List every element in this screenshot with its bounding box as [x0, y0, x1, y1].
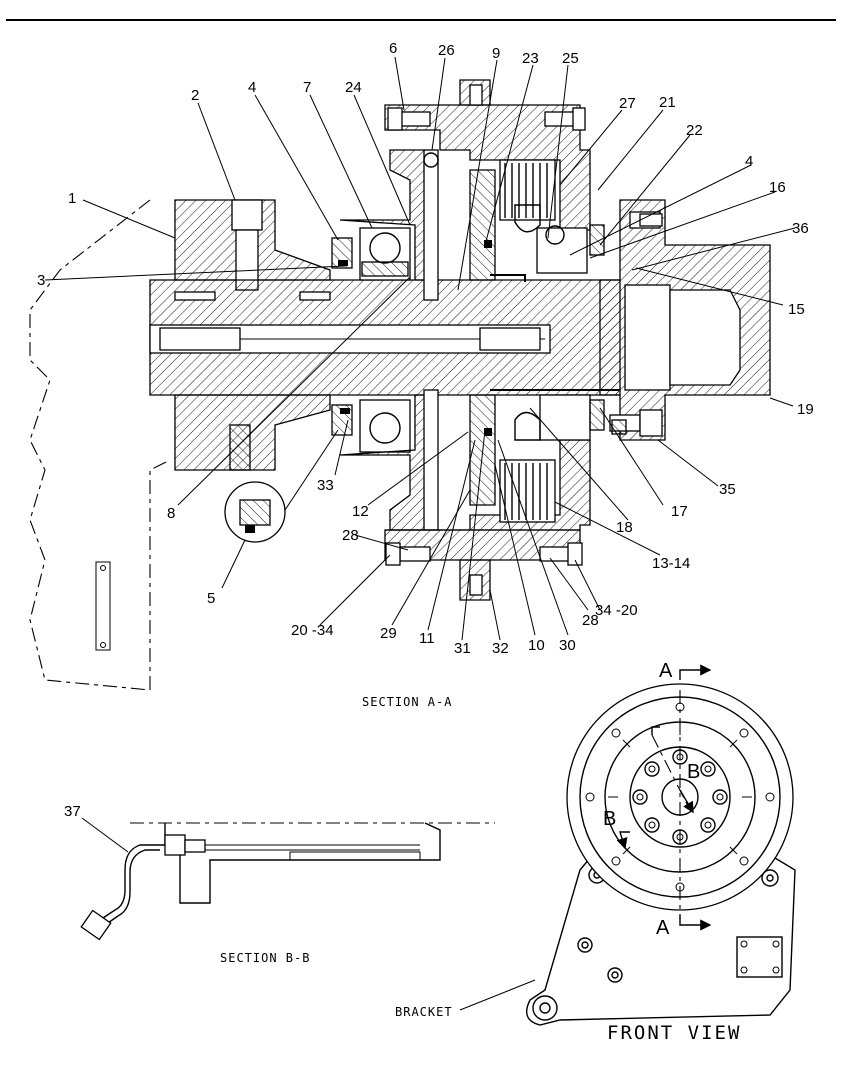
label-3: 3 — [37, 272, 45, 289]
section-aa-drawing — [29, 56, 796, 691]
label-28-right: 28 — [582, 612, 599, 629]
label-9: 9 — [492, 45, 500, 62]
label-8: 8 — [167, 505, 175, 522]
section-mark-b-center: B — [687, 761, 700, 783]
label-35: 35 — [719, 481, 736, 498]
label-16: 16 — [769, 179, 786, 196]
label-26: 26 — [438, 42, 455, 59]
part-labels: 1 2 3 4 4 5 6 7 8 9 10 11 12 13-14 15 16… — [37, 40, 814, 820]
label-2: 2 — [191, 87, 199, 104]
section-bb-drawing — [80, 817, 495, 941]
label-4-left: 4 — [248, 79, 256, 96]
label-32: 32 — [492, 640, 509, 657]
label-4-right: 4 — [745, 153, 753, 170]
label-23: 23 — [522, 50, 539, 67]
label-13-14: 13-14 — [652, 555, 690, 572]
caption-front-view: FRONT VIEW — [607, 1022, 741, 1044]
section-mark-a-top: A — [659, 660, 673, 682]
label-6: 6 — [389, 40, 397, 57]
label-25: 25 — [562, 50, 579, 67]
label-31: 31 — [454, 640, 471, 657]
label-22: 22 — [686, 122, 703, 139]
label-17: 17 — [671, 503, 688, 520]
label-19: 19 — [797, 401, 814, 418]
label-1: 1 — [68, 190, 76, 207]
label-33: 33 — [317, 477, 334, 494]
label-36: 36 — [792, 220, 809, 237]
front-view-drawing — [459, 664, 796, 1026]
section-mark-a-bottom: A — [656, 917, 670, 939]
label-5: 5 — [207, 590, 215, 607]
label-7: 7 — [303, 79, 311, 96]
section-mark-b-left: B — [603, 808, 616, 830]
label-15: 15 — [788, 301, 805, 318]
label-37: 37 — [64, 803, 81, 820]
label-11: 11 — [419, 630, 435, 647]
label-28-left: 28 — [342, 527, 359, 544]
label-10: 10 — [528, 637, 545, 654]
caption-section-bb: SECTION B-B — [220, 951, 310, 965]
caption-bracket: BRACKET — [395, 1005, 453, 1019]
label-24: 24 — [345, 79, 362, 96]
label-34-20: 34 -20 — [595, 602, 638, 619]
label-29: 29 — [380, 625, 397, 642]
caption-section-aa: SECTION A-A — [362, 695, 452, 709]
label-27: 27 — [619, 95, 636, 112]
label-12: 12 — [352, 503, 369, 520]
label-30: 30 — [559, 637, 576, 654]
label-21: 21 — [659, 94, 676, 111]
label-20-34: 20 -34 — [291, 622, 334, 639]
label-18: 18 — [616, 519, 633, 536]
